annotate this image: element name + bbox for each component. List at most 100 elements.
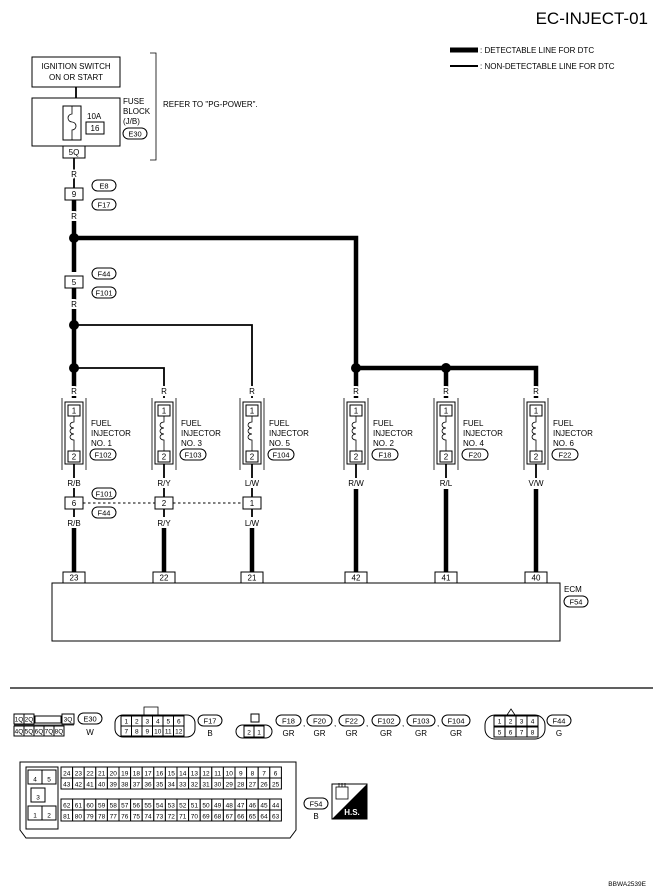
connector-5: 5 F44 F101 bbox=[64, 267, 117, 299]
inj-latch bbox=[250, 713, 260, 723]
injector-pin-top-label: 1 bbox=[162, 407, 167, 416]
f54-pin: 64 bbox=[260, 814, 268, 821]
inj-color: GR bbox=[450, 729, 462, 738]
f54-pin: 74 bbox=[144, 814, 152, 821]
wire-color-r: R bbox=[71, 170, 77, 179]
f54-pin: 61 bbox=[75, 803, 83, 810]
f54-pin: 26 bbox=[260, 782, 268, 789]
inj-id: F102 bbox=[377, 717, 394, 726]
f54-pin: 6 bbox=[274, 771, 278, 778]
inj-pin-cell bbox=[253, 725, 265, 738]
f54-pin: 23 bbox=[75, 771, 83, 778]
injector-connector-badge bbox=[371, 448, 399, 461]
f54-pin-cell bbox=[269, 777, 282, 790]
e30-pin-cell bbox=[23, 713, 35, 725]
hs-plug-pins bbox=[338, 783, 346, 787]
f54-pin: 58 bbox=[110, 803, 118, 810]
ignition-label-line1: IGNITION SWITCH bbox=[41, 62, 111, 71]
ecm-pin-number: 40 bbox=[532, 574, 541, 583]
f54-pin: 10 bbox=[226, 771, 234, 778]
f54-pin: 5 bbox=[47, 777, 51, 784]
f54-pin: 70 bbox=[191, 814, 199, 821]
fuse-icon bbox=[67, 106, 77, 140]
f54-pin: 52 bbox=[179, 803, 187, 810]
f54-pin: 33 bbox=[179, 782, 187, 789]
injector-label-line2: INJECTOR bbox=[91, 429, 131, 438]
f17-pin: 6 bbox=[177, 719, 181, 726]
e30-pin-cell bbox=[53, 725, 65, 737]
e30-pin-cell bbox=[61, 713, 75, 725]
svg-text:R/B: R/B bbox=[67, 519, 80, 528]
f54-pin: 80 bbox=[75, 814, 83, 821]
injector-connector-id: F104 bbox=[272, 451, 289, 460]
f17-pin: 11 bbox=[165, 729, 172, 736]
coil-icon bbox=[531, 416, 537, 451]
svg-text:L/W: L/W bbox=[245, 479, 260, 488]
f44-pin: 2 bbox=[509, 719, 513, 726]
f54-pin: 48 bbox=[226, 803, 234, 810]
page-title: EC-INJECT-01 bbox=[536, 9, 648, 28]
injector-label-line3: NO. 4 bbox=[463, 439, 484, 448]
f44-pin: 4 bbox=[531, 719, 535, 726]
f44-pin: 7 bbox=[520, 730, 524, 737]
injector-pin-bottom-label: 2 bbox=[72, 453, 77, 462]
f54-pin: 69 bbox=[202, 814, 210, 821]
f54-pin: 3 bbox=[36, 795, 40, 802]
f54-pin: 21 bbox=[98, 771, 106, 778]
injector-body bbox=[523, 398, 549, 470]
inj-id: F103 bbox=[412, 717, 429, 726]
f54-pin: 24 bbox=[63, 771, 71, 778]
f44-pin: 6 bbox=[509, 730, 513, 737]
f54-pin: 59 bbox=[98, 803, 106, 810]
f17-pin: 5 bbox=[166, 719, 170, 726]
f54-pin: 66 bbox=[237, 814, 245, 821]
coil-icon bbox=[69, 416, 75, 451]
f54-pin: 46 bbox=[249, 803, 257, 810]
f54-pin: 37 bbox=[133, 782, 141, 789]
injector-body bbox=[151, 398, 177, 470]
injector-label-line2: INJECTOR bbox=[553, 429, 593, 438]
svg-text:R/L: R/L bbox=[440, 479, 453, 488]
f54-pin: 36 bbox=[144, 782, 152, 789]
inj-id-badge bbox=[275, 714, 302, 727]
ecm-pin-number: 42 bbox=[352, 574, 361, 583]
f54-pin: 45 bbox=[260, 803, 268, 810]
f54-pin: 78 bbox=[98, 814, 106, 821]
f54-pin: 18 bbox=[133, 771, 141, 778]
wire-color-r: R bbox=[71, 300, 77, 309]
wire-color-r: R bbox=[71, 212, 77, 221]
f54-pin: 8 bbox=[251, 771, 255, 778]
inj-separator: , bbox=[437, 719, 439, 728]
f54-pin: 16 bbox=[156, 771, 164, 778]
f54-pin: 56 bbox=[133, 803, 141, 810]
svg-text:L/W: L/W bbox=[245, 519, 260, 528]
f54-id: F54 bbox=[310, 800, 323, 809]
injector-pin-bottom-label: 2 bbox=[354, 453, 359, 462]
f54-pin: 13 bbox=[191, 771, 199, 778]
injector-label-line1: FUEL bbox=[91, 419, 112, 428]
svg-text:5: 5 bbox=[72, 278, 77, 287]
injector-body bbox=[239, 398, 265, 470]
svg-text:R: R bbox=[71, 387, 77, 396]
injector-connector-badge bbox=[461, 448, 489, 461]
injector-pin-top-label: 1 bbox=[534, 407, 539, 416]
injector-body bbox=[433, 398, 459, 470]
svg-text:F17: F17 bbox=[98, 201, 111, 210]
f54-pin: 28 bbox=[237, 782, 245, 789]
f44-pin: 3 bbox=[520, 719, 524, 726]
joint-connector-row: 6 F101 F44 2 1 bbox=[64, 487, 262, 519]
inj-id: F18 bbox=[282, 717, 295, 726]
e30-pin: 7Q bbox=[45, 729, 54, 736]
f54-pin: 32 bbox=[191, 782, 199, 789]
f54-pin: 35 bbox=[156, 782, 164, 789]
refer-note: REFER TO "PG-POWER". bbox=[163, 100, 258, 109]
fuse-block: 10A 16 FUSE BLOCK (J/B) E30 5Q bbox=[31, 97, 151, 159]
ecm-unit: ECM F54 bbox=[51, 582, 589, 642]
f54-pin: 43 bbox=[63, 782, 71, 789]
svg-text:F101: F101 bbox=[95, 490, 112, 499]
